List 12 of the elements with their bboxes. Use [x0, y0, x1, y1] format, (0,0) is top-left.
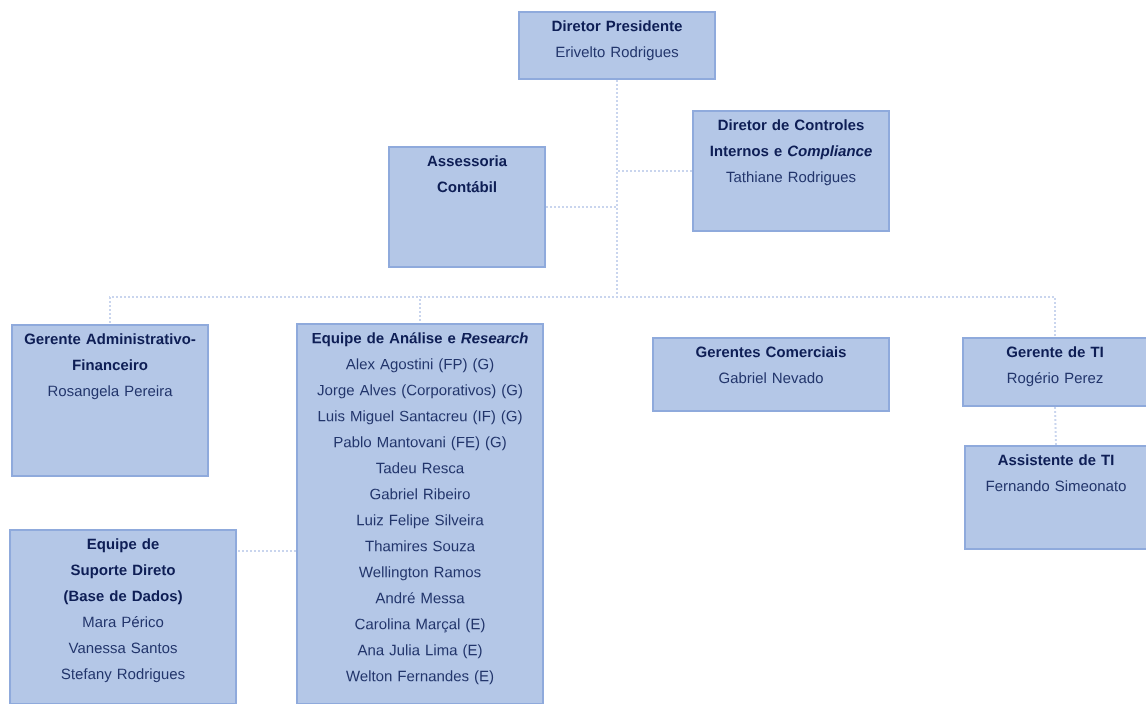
org-box: Assistente de TI Fernando Simeonato — [964, 445, 1146, 550]
org-box: Gerentes Comerciais Gabriel Nevado — [652, 337, 890, 412]
connector-line — [1054, 406, 1057, 446]
org-box: Gerente Administrativo-Financeiro Rosangela Pereira — [11, 324, 209, 477]
connector-line — [616, 79, 1056, 338]
org-box: Assessoria Contábil — [388, 146, 546, 268]
org-box: Equipe de Análise e Research Alex Agostini (FP) (G) Jorge Alves (Corporativos) (G) Luis Miguel Santacreu (IF) (G) Pablo Mantovani (FE) (G) Tadeu Resca Gabriel Ribeiro Luiz Felipe Silveira Thamires Souza Wellington Ramos André Messa Carolina Marçal (E) Ana Julia Lima (E) Welton Fernandes (E) — [296, 323, 544, 704]
connector-line — [236, 550, 297, 552]
org-box: Gerente de TI Rogério Perez — [962, 337, 1146, 407]
org-box: Diretor Presidente Erivelto Rodrigues — [518, 11, 716, 80]
org-box: Equipe de Suporte Direto (Base de Dados) Mara Périco Vanessa Santos Stefany Rodrigues — [9, 529, 237, 704]
org-box: Diretor de Controles Internos e Compliance Tathiane Rodrigues — [692, 110, 890, 232]
